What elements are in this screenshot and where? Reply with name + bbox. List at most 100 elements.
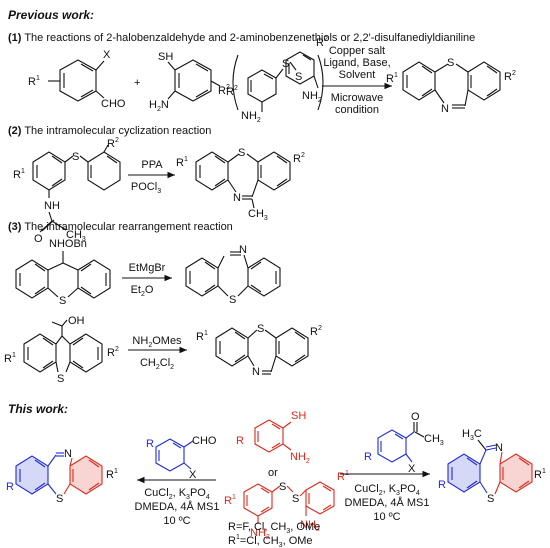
right-product-structure: H3C N S R R1	[438, 428, 546, 505]
svg-text:10 ºC: 10 ºC	[163, 515, 190, 527]
svg-text:CHO: CHO	[192, 435, 217, 447]
svg-text:R1: R1	[196, 330, 208, 343]
svg-text:Ligand, Base,: Ligand, Base,	[323, 57, 390, 69]
section-1-caption: (1) The reactions of 2-halobenzaldehyde …	[8, 32, 475, 44]
svg-text:R: R	[146, 438, 154, 450]
product-3b-structure: S N R1 R2	[196, 323, 322, 378]
svg-text:R1: R1	[4, 352, 16, 365]
svg-text:R1: R1	[176, 156, 188, 169]
svg-text:R1: R1	[106, 468, 118, 481]
this-work-aminothiol: SH NH2 R	[236, 410, 310, 465]
svg-text:CH3: CH3	[66, 229, 86, 243]
svg-text:R: R	[438, 479, 446, 491]
thioxanthenol-structure: OH S R1 R2	[4, 315, 119, 385]
aminobenzenethiol-structure: SH H2N R2	[149, 51, 230, 113]
svg-text:S: S	[59, 295, 66, 307]
svg-text:S: S	[238, 147, 245, 159]
product-3a-structure: N S	[185, 244, 281, 306]
svg-text:N: N	[239, 244, 247, 256]
svg-text:Solvent: Solvent	[339, 69, 376, 81]
svg-text:POCl3: POCl3	[131, 181, 161, 195]
svg-text:CuCl2, K3PO4: CuCl2, K3PO4	[144, 487, 210, 501]
product-1-structure: S N R1 R2	[386, 57, 516, 115]
svg-text:X: X	[408, 463, 416, 475]
svg-text:H2N: H2N	[149, 99, 169, 113]
svg-text:R: R	[236, 435, 244, 447]
left-aldehyde-reagent: CHO X R	[146, 435, 217, 481]
svg-text:NH2: NH2	[250, 527, 270, 541]
svg-text:R2: R2	[107, 346, 119, 359]
svg-text:R2: R2	[226, 85, 238, 98]
svg-text:CuCl2, K3PO4: CuCl2, K3PO4	[354, 483, 420, 497]
svg-text:CH2Cl2: CH2Cl2	[140, 357, 174, 371]
svg-text:CHO: CHO	[101, 98, 126, 110]
r-definition: R=F, Cl, CH3, OMe	[228, 521, 320, 535]
svg-text:S: S	[57, 373, 64, 385]
svg-text:S: S	[56, 493, 63, 505]
svg-text:PPA: PPA	[141, 159, 163, 171]
svg-text:R1: R1	[13, 168, 25, 181]
svg-text:NH2: NH2	[290, 451, 310, 465]
svg-text:NHOBn: NHOBn	[49, 238, 87, 250]
svg-text:NH2: NH2	[241, 110, 261, 124]
svg-text:Et2O: Et2O	[131, 284, 154, 298]
or-label: or	[268, 467, 278, 479]
svg-text:S: S	[487, 493, 494, 505]
svg-text:R2: R2	[107, 137, 119, 150]
plus-sign: +	[134, 77, 140, 89]
svg-text:10 ºC: 10 ºC	[373, 511, 400, 523]
svg-text:S: S	[447, 57, 454, 69]
svg-text:H3C: H3C	[462, 428, 482, 442]
thioxanthene-amine-structure: NHOBn S	[15, 238, 111, 307]
svg-text:NH2: NH2	[302, 90, 322, 104]
svg-text:O: O	[411, 411, 420, 423]
previous-work-heading: Previous work:	[8, 8, 94, 22]
right-ketone-reagent: O CH3 X R	[364, 411, 444, 475]
svg-text:X: X	[189, 469, 197, 481]
svg-text:DMEDA, 4Å MS1: DMEDA, 4Å MS1	[135, 500, 220, 513]
svg-text:SH: SH	[158, 51, 173, 63]
svg-text:S: S	[295, 71, 302, 83]
this-work-heading: This work:	[8, 402, 68, 416]
svg-text:NH2: NH2	[300, 519, 320, 533]
svg-text:S: S	[292, 493, 299, 505]
svg-text:R1: R1	[28, 75, 40, 88]
svg-text:R: R	[6, 481, 14, 493]
svg-text:OH: OH	[68, 315, 85, 327]
svg-text:S: S	[72, 151, 79, 163]
svg-text:condition: condition	[335, 104, 379, 116]
svg-text:CH3: CH3	[248, 208, 268, 222]
svg-text:S: S	[257, 323, 264, 335]
svg-text:R2: R2	[218, 84, 230, 97]
svg-text:N: N	[64, 448, 72, 460]
svg-text:NH: NH	[44, 200, 60, 212]
svg-text:X: X	[103, 49, 111, 61]
svg-text:R2: R2	[316, 36, 328, 49]
svg-text:R1: R1	[386, 72, 398, 85]
svg-text:Microwave: Microwave	[331, 92, 384, 104]
svg-text:DMEDA, 4Å MS1: DMEDA, 4Å MS1	[345, 496, 430, 509]
svg-text:N: N	[252, 366, 260, 378]
svg-text:N: N	[233, 192, 241, 204]
svg-text:R1: R1	[224, 494, 236, 507]
svg-text:Copper salt: Copper salt	[329, 45, 385, 57]
section-3-caption: (3) The intramolecular rearrangement rea…	[8, 221, 233, 233]
svg-text:R1: R1	[337, 470, 349, 483]
svg-text:EtMgBr: EtMgBr	[129, 262, 166, 274]
svg-text:R2: R2	[310, 325, 322, 338]
section-2-caption: (2) The intramolecular cyclization react…	[8, 125, 211, 137]
svg-text:SH: SH	[291, 410, 306, 422]
svg-text:R2: R2	[293, 152, 305, 165]
svg-text:S: S	[229, 294, 236, 306]
svg-text:S: S	[279, 481, 286, 493]
left-product-structure: N S R R1	[6, 448, 118, 505]
halobenzaldehyde-structure: X CHO R1	[28, 49, 126, 110]
this-work-disulfide: S S NH2 NH2 R1 R1	[224, 470, 349, 541]
svg-text:NH2OMes: NH2OMes	[132, 335, 182, 349]
svg-text:R2: R2	[504, 70, 516, 83]
svg-text:N: N	[441, 103, 449, 115]
svg-text:O: O	[34, 233, 43, 245]
svg-text:CH3: CH3	[424, 433, 444, 447]
disulfide-structure: NH2 R2 S S NH2 R2	[226, 36, 328, 124]
